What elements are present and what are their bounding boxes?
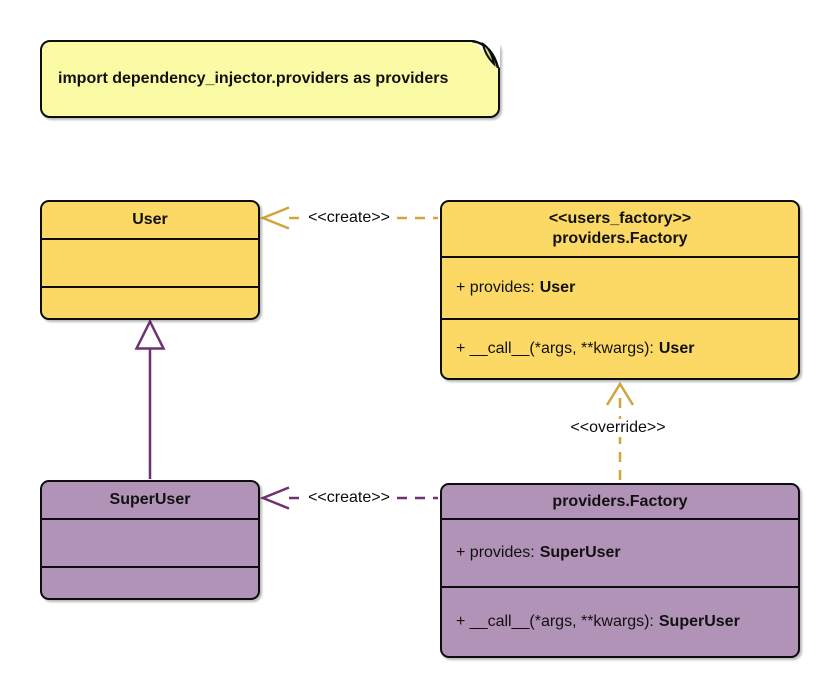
override-arrowhead-icon	[605, 381, 635, 406]
provides-type: User	[539, 279, 576, 296]
call-type: SuperUser	[658, 613, 740, 630]
create-superuser-edge-label: <<create>>	[303, 489, 395, 507]
class-super-factory: providers.Factory + provides: SuperUser …	[440, 483, 800, 658]
class-users-factory: <<users_factory>> providers.Factory + pr…	[440, 200, 800, 380]
super-factory-call-member: + __call__(*args, **kwargs): SuperUser	[442, 586, 798, 656]
import-note-text: import dependency_injector.providers as …	[58, 70, 449, 87]
class-superuser-attributes-compartment	[42, 518, 258, 566]
class-superuser-methods-compartment	[42, 566, 258, 598]
call-label: + __call__(*args, **kwargs):	[456, 340, 654, 357]
class-user-methods-compartment	[42, 286, 258, 318]
class-user-attributes-compartment	[42, 238, 258, 286]
class-user-title: User	[132, 211, 168, 228]
class-users-factory-name: providers.Factory	[552, 230, 688, 247]
provides-type: SuperUser	[539, 544, 621, 561]
override-edge-label: <<override>>	[565, 419, 671, 437]
create-user-arrowhead-icon	[259, 206, 290, 230]
inheritance-triangle-icon	[134, 318, 166, 350]
class-users-factory-title: <<users_factory>> providers.Factory	[442, 202, 798, 256]
class-super-factory-title: providers.Factory	[552, 492, 688, 510]
create-user-edge-label: <<create>>	[303, 209, 395, 227]
import-note: import dependency_injector.providers as …	[40, 40, 500, 118]
call-label: + __call__(*args, **kwargs):	[456, 613, 654, 630]
super-factory-provides-member: + provides: SuperUser	[442, 518, 798, 586]
class-users-factory-stereotype: <<users_factory>>	[548, 210, 692, 227]
class-superuser-title: SuperUser	[109, 491, 191, 508]
class-user: User	[40, 200, 260, 320]
note-fold-icon	[472, 40, 500, 68]
class-superuser: SuperUser	[40, 480, 260, 600]
call-type: User	[658, 340, 695, 357]
create-superuser-arrowhead-icon	[259, 486, 290, 510]
users-factory-call-member: + __call__(*args, **kwargs): User	[442, 318, 798, 378]
provides-label: + provides:	[456, 544, 535, 561]
users-factory-provides-member: + provides: User	[442, 256, 798, 318]
provides-label: + provides:	[456, 279, 535, 296]
